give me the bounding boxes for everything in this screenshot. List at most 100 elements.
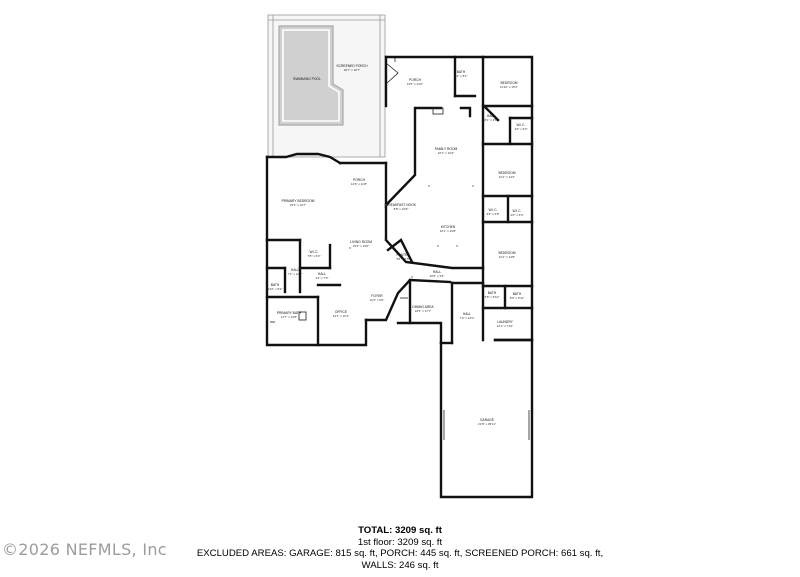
room-laundry: LAUNDRY 12'1" x 7'10" [497,320,514,328]
svg-text:5'9" x 6'8": 5'9" x 6'8" [486,212,499,216]
svg-text:16'7" x 19'4": 16'7" x 19'4" [438,151,454,155]
svg-text:4'0" x 6'3": 4'0" x 6'3" [510,213,523,217]
total-area: TOTAL: 3209 sq. ft [358,525,442,536]
svg-text:12'1" x 7'10": 12'1" x 7'10" [497,324,513,328]
room-bath-left: BATH 5'10" x 8'3" [268,283,283,291]
room-wic-2: W.I.C. 5'9" x 6'8" [486,208,499,216]
room-foyer: FOYER 11'6" x 9'0" [370,294,385,302]
floor-area: 1st floor: 3209 sq. ft [357,536,443,548]
svg-text:14'6" x 11'8": 14'6" x 11'8" [351,182,367,186]
svg-text:7'1" x 12'7": 7'1" x 12'7" [288,272,303,276]
svg-text:GARAGE: GARAGE [480,418,495,422]
svg-text:KITCHEN: KITCHEN [441,225,456,229]
room-porch-mid: PORCH 14'6" x 11'8" [351,178,367,186]
svg-text:HALL: HALL [487,114,495,118]
room-bedroom-1: BEDROOM 11'10" x 15'2" [500,81,518,89]
svg-text:BATH: BATH [488,291,497,295]
svg-text:BATH: BATH [513,292,522,296]
svg-text:5'10" x 8'3": 5'10" x 8'3" [268,287,283,291]
svg-text:16'5" x 17'7": 16'5" x 17'7" [415,309,431,313]
room-bedroom-2: BEDROOM 12'1" x 14'2" [498,171,515,179]
svg-text:FOYER: FOYER [371,294,383,298]
svg-text:W.I.C.: W.I.C. [310,250,319,254]
svg-text:8'8" x 10'8": 8'8" x 10'8" [394,207,409,211]
svg-text:13'6" x 21'0": 13'6" x 21'0" [407,82,423,86]
svg-text:5'5" x 5'10": 5'5" x 5'10" [485,295,500,299]
pillars [349,185,474,278]
svg-text:W.I.C.: W.I.C. [517,123,526,127]
room-wic-4: W.I.C. 7'8" x 6'3" [307,250,320,258]
svg-text:PORCH: PORCH [353,178,366,182]
svg-text:8'0" x 5'11": 8'0" x 5'11" [510,296,525,300]
svg-text:OFFICE: OFFICE [335,310,348,314]
room-swimming-pool: SWIMMING POOL [293,77,321,81]
svg-text:BEDROOM: BEDROOM [498,251,515,255]
excluded-areas: EXCLUDED AREAS: GARAGE: 815 sq. ft, PORC… [196,548,604,559]
room-breakfast-nook: BREAKFAST NOOK 8'8" x 10'8" [386,203,417,211]
room-screened-porch: SCREENED PORCH 26'7" x 36'7" [336,64,368,72]
screened-porch-area [267,14,386,158]
svg-text:7'8" x 6'3": 7'8" x 6'3" [307,254,320,258]
svg-text:HALL: HALL [433,270,441,274]
svg-text:4'0" x 6'3": 4'0" x 6'3" [514,127,527,131]
svg-text:W.I.C.: W.I.C. [489,208,498,212]
svg-text:13'1" x 16'1": 13'1" x 16'1" [333,314,349,318]
room-primary-bedroom: PRIMARY BEDROOM 15'3" x 19'7" [282,199,315,207]
area-summary: TOTAL: 3209 sq. ft 1st floor: 3209 sq. f… [0,525,800,571]
room-garage: GARAGE 21'8" x 35'11" [478,418,496,426]
walls-area: WALLS: 246 sq. ft [361,559,439,571]
room-bath-top: BATH 7'4" x 8'1" [454,70,467,78]
svg-text:BATH: BATH [271,283,280,287]
svg-text:HALL: HALL [291,268,299,272]
room-family-room: FAMILY ROOM 16'7" x 19'4" [435,147,458,155]
room-living-room: LIVING ROOM 16'0" x 19'0" [350,240,372,248]
svg-text:BREAKFAST NOOK: BREAKFAST NOOK [386,203,417,207]
svg-text:BEDROOM: BEDROOM [500,81,517,85]
room-porch-top: PORCH 13'6" x 21'0" [407,78,423,86]
svg-text:11'6" x 9'0": 11'6" x 9'0" [370,298,385,302]
svg-text:PORCH: PORCH [409,78,422,82]
svg-text:12'1" x 14'2": 12'1" x 14'2" [499,175,515,179]
room-hall-5: HALL 7'2" x 14'0" [460,312,475,320]
svg-text:11'10" x 15'2": 11'10" x 15'2" [500,85,518,89]
copyright-watermark: ©2026 NEFMLS, Inc [2,540,167,559]
room-hall-1: HALL 8'1" x 3'6" [484,114,497,122]
svg-text:PRIMARY BEDROOM: PRIMARY BEDROOM [282,199,315,203]
svg-text:12'1" x 14'8": 12'1" x 14'8" [499,255,515,259]
svg-text:W.I.C.: W.I.C. [513,209,522,213]
svg-text:21'8" x 35'11": 21'8" x 35'11" [478,422,496,426]
swimming-pool-shape [278,25,344,126]
exterior-walls [265,55,534,499]
svg-text:SWIMMING POOL: SWIMMING POOL [293,77,321,81]
room-kitchen: KITCHEN 16'1" x 19'8" [440,225,456,233]
svg-text:11'7" x 13'8": 11'7" x 13'8" [281,315,297,319]
svg-text:8'1" x 3'6": 8'1" x 3'6" [484,118,497,122]
svg-text:16'0" x 19'0": 16'0" x 19'0" [353,244,369,248]
room-labels: SCREENED PORCH 26'7" x 36'7" SWIMMING PO… [268,64,528,426]
svg-text:HALL: HALL [463,312,471,316]
svg-text:HALL: HALL [318,272,326,276]
room-pantry: PANTRY 5'5" x 7'5" [396,253,410,261]
room-bath-r1: BATH 5'5" x 5'10" [485,291,500,299]
room-wic-1: W.I.C. 4'0" x 6'3" [514,123,527,131]
room-wic-3: W.I.C. 4'0" x 6'3" [510,209,523,217]
room-bedroom-3: BEDROOM 12'1" x 14'8" [498,251,515,259]
interior-walls [265,55,534,347]
svg-text:7'2" x 14'0": 7'2" x 14'0" [460,316,475,320]
svg-text:3'4" x 7'6": 3'4" x 7'6" [315,276,328,280]
svg-text:BATH: BATH [457,70,466,74]
svg-text:LIVING ROOM: LIVING ROOM [350,240,372,244]
svg-text:26'7" x 36'7": 26'7" x 36'7" [344,68,360,72]
svg-text:16'1" x 19'8": 16'1" x 19'8" [440,229,456,233]
svg-text:20'5" x 3'5": 20'5" x 3'5" [430,274,445,278]
svg-text:LAUNDRY: LAUNDRY [497,320,513,324]
svg-text:5'5" x 7'5": 5'5" x 7'5" [396,257,409,261]
room-office: OFFICE 13'1" x 16'1" [333,310,349,318]
room-hall-2: HALL 7'1" x 12'7" [288,268,303,276]
room-hall-4: HALL 20'5" x 3'5" [430,270,445,278]
room-bath-r2: BATH 8'0" x 5'11" [510,292,525,300]
room-primary-bath: PRIMARY BATH 11'7" x 13'8" [277,311,302,319]
room-hall-3: HALL 3'4" x 7'6" [315,272,328,280]
svg-text:PRIMARY BATH: PRIMARY BATH [277,311,302,315]
